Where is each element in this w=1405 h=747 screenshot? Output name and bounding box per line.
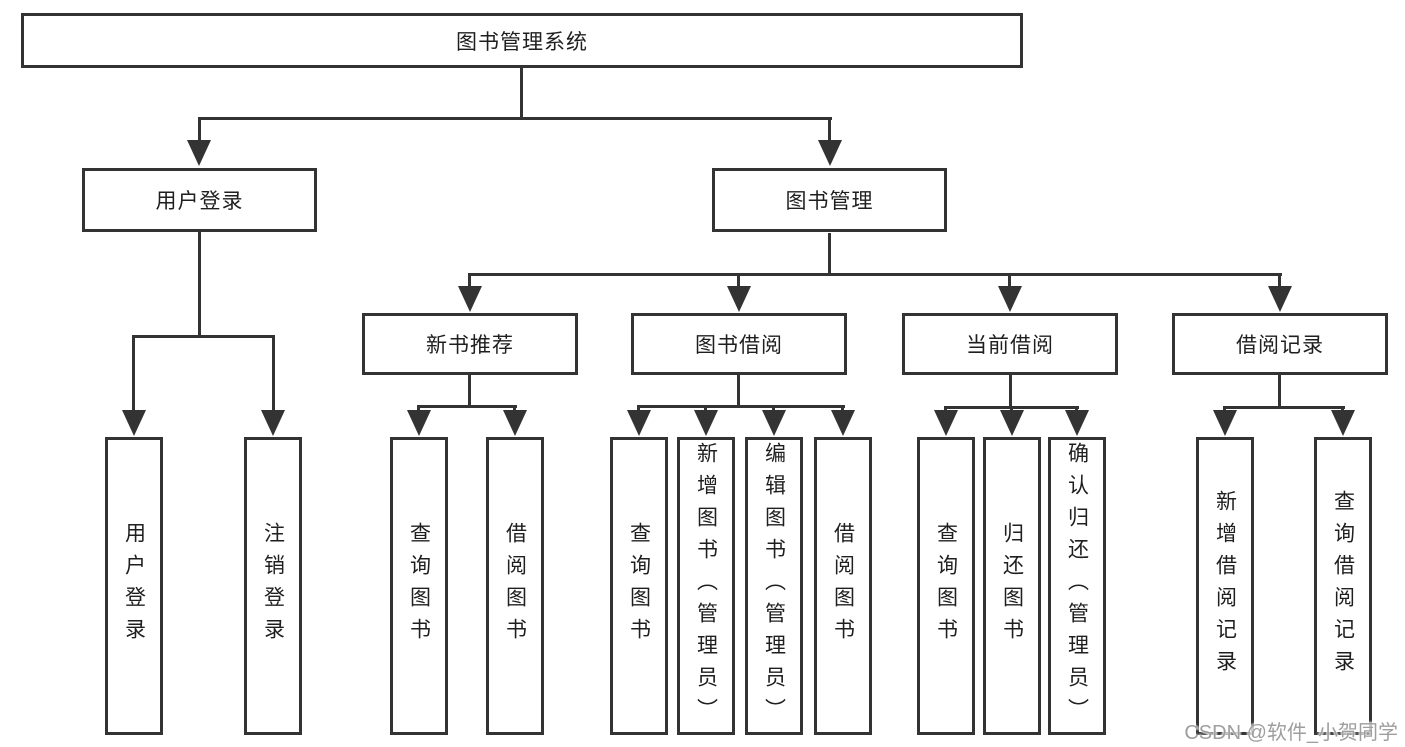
connector-line	[198, 232, 201, 338]
node-leaf-confirm-return-admin: 确认归还（管理员）	[1048, 437, 1106, 735]
node-leaf-query-borrow-record: 查询借阅记录	[1314, 437, 1372, 735]
arrow-down	[1268, 286, 1292, 312]
connector-line	[737, 273, 740, 289]
node-label: 借阅图书	[503, 522, 527, 650]
node-label: 图书借阅	[695, 334, 783, 357]
connector-line	[198, 117, 201, 143]
arrow-down	[407, 410, 431, 436]
connector-line	[1009, 375, 1012, 409]
connector-line	[513, 405, 516, 413]
node-label: 图书管理系统	[456, 30, 588, 54]
arrow-down	[1213, 410, 1237, 436]
node-label: 当前借阅	[966, 334, 1054, 357]
arrow-down	[1000, 410, 1024, 436]
node-label: 归还图书	[1000, 522, 1024, 650]
arrow-down	[261, 410, 285, 436]
node-label: 新书推荐	[426, 334, 514, 357]
node-leaf-borrow-books-recommend: 借阅图书	[486, 437, 544, 735]
node-label: 新增借阅记录	[1213, 490, 1237, 682]
arrow-down	[998, 286, 1022, 312]
node-label: 查询借阅记录	[1331, 490, 1355, 682]
connector-line	[132, 335, 135, 413]
connector-line	[468, 273, 1282, 276]
node-new-book-recommend: 新书推荐	[362, 313, 578, 375]
node-label: 查询图书	[407, 522, 431, 650]
connector-line	[637, 405, 845, 408]
node-leaf-query-books-borrow: 查询图书	[610, 437, 668, 735]
connector-line	[272, 335, 275, 413]
connector-line	[198, 117, 832, 120]
connector-line	[468, 273, 471, 289]
connector-line	[417, 405, 517, 408]
connector-line	[704, 405, 707, 413]
connector-line	[1278, 375, 1281, 409]
connector-line	[1223, 406, 1345, 409]
node-label: 编辑图书（管理员）	[762, 442, 786, 730]
node-borrow-records: 借阅记录	[1172, 313, 1388, 375]
node-label: 注销登录	[261, 522, 285, 650]
node-label: 查询图书	[627, 522, 651, 650]
node-label: 新增图书（管理员）	[694, 442, 718, 730]
connector-line	[132, 335, 275, 338]
node-leaf-query-books-recommend: 查询图书	[390, 437, 448, 735]
arrow-down	[831, 410, 855, 436]
connector-line	[737, 375, 740, 408]
arrow-down	[1331, 410, 1355, 436]
node-leaf-logout: 注销登录	[244, 437, 302, 735]
node-book-borrow: 图书借阅	[631, 313, 847, 375]
node-leaf-borrow-books: 借阅图书	[814, 437, 872, 735]
arrow-down	[727, 286, 751, 312]
connector-line	[841, 405, 844, 413]
arrow-down	[694, 410, 718, 436]
arrow-down	[627, 410, 651, 436]
node-leaf-add-books-admin: 新增图书（管理员）	[677, 437, 735, 735]
node-label: 查询图书	[934, 522, 958, 650]
node-current-borrow: 当前借阅	[902, 313, 1118, 375]
connector-line	[1278, 273, 1281, 289]
node-label: 借阅图书	[831, 522, 855, 650]
node-label: 确认归还（管理员）	[1065, 442, 1089, 730]
node-leaf-edit-books-admin: 编辑图书（管理员）	[745, 437, 803, 735]
connector-line	[828, 233, 831, 276]
arrow-down	[934, 410, 958, 436]
node-user-login: 用户登录	[82, 168, 317, 232]
node-label: 用户登录	[122, 522, 146, 650]
arrow-down	[187, 140, 211, 166]
connector-line	[468, 375, 471, 408]
node-root: 图书管理系统	[21, 13, 1023, 68]
csdn-watermark: CSDN @软件_小贺同学	[1184, 722, 1398, 744]
node-label: 图书管理	[785, 190, 874, 213]
connector-line	[637, 405, 640, 413]
node-leaf-add-borrow-record: 新增借阅记录	[1196, 437, 1254, 735]
arrow-down	[122, 410, 146, 436]
connector-line	[417, 405, 420, 413]
node-book-management: 图书管理	[712, 168, 947, 232]
node-label: 借阅记录	[1236, 334, 1324, 357]
arrow-down	[503, 410, 527, 436]
arrow-down	[818, 140, 842, 166]
arrow-down	[458, 286, 482, 312]
arrow-down	[762, 410, 786, 436]
node-leaf-return-books: 归还图书	[983, 437, 1041, 735]
connector-line	[520, 66, 523, 117]
node-label: 用户登录	[155, 190, 244, 213]
node-leaf-user-login: 用户登录	[105, 437, 163, 735]
connector-line	[772, 405, 775, 413]
connector-line	[1008, 273, 1011, 289]
arrow-down	[1065, 410, 1089, 436]
node-leaf-query-books-current: 查询图书	[917, 437, 975, 735]
connector-line	[828, 117, 831, 143]
